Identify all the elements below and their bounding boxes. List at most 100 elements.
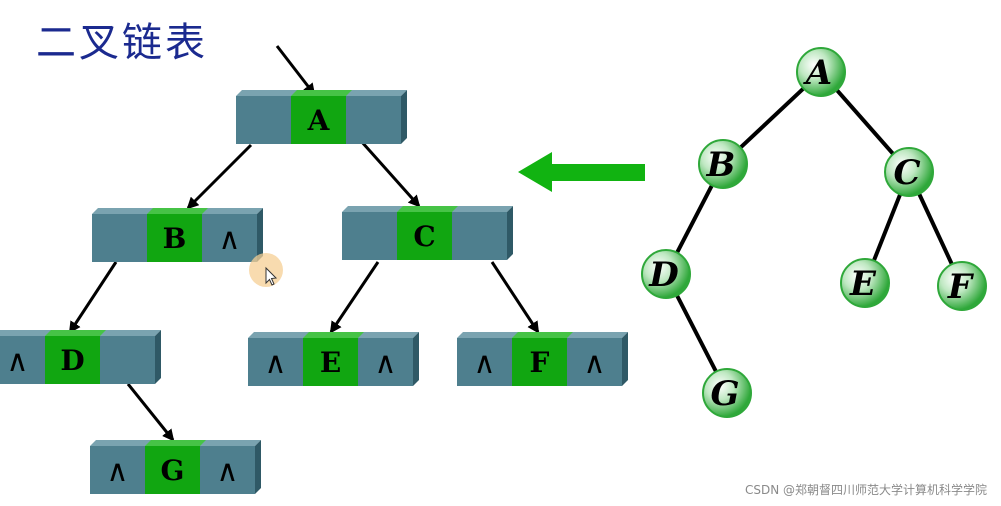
root-pointer-arrow [275, 45, 316, 96]
tree-node-label: C [893, 153, 920, 193]
right-pointer-cell [567, 338, 622, 386]
tree-edge-C-E [871, 193, 903, 262]
tree-node-label: F [947, 267, 975, 307]
left-pointer-cell [0, 336, 45, 384]
tree-node-circle [702, 368, 752, 418]
linked-node-label: F [530, 346, 550, 379]
linked-edge-C-E [329, 261, 380, 334]
cell-side-face [401, 90, 407, 144]
tree-node-label: G [710, 374, 739, 414]
tree-edge-B-D [675, 184, 714, 254]
cell-side-face [507, 206, 513, 260]
left-pointer-cell [90, 446, 145, 494]
null-pointer-left: ∧ [7, 344, 29, 379]
tree-edge-D-G [675, 294, 718, 373]
null-pointer-right: ∧ [219, 222, 241, 257]
tree-node-G: G [702, 368, 752, 418]
tree-node-circle [698, 139, 748, 189]
tree-node-label: D [648, 255, 679, 295]
tree-edges [675, 86, 954, 373]
data-cell [303, 338, 358, 386]
right-pointer-cell [200, 446, 255, 494]
cell-side-face [255, 440, 261, 494]
data-cell-top [45, 330, 106, 336]
page-title: 二叉链表 [36, 20, 208, 66]
left-pointer-cell [457, 338, 512, 386]
linked-node-A: A [236, 90, 407, 144]
data-cell-top [303, 332, 364, 338]
null-pointer-right: ∧ [217, 454, 239, 489]
linked-edges [68, 45, 540, 442]
tree-node-F: F [937, 261, 987, 311]
data-cell [147, 214, 202, 262]
tree-edge-A-B [739, 86, 805, 150]
cell-side-face [155, 330, 161, 384]
linked-node-label: C [413, 220, 435, 253]
data-cell [291, 96, 346, 144]
data-cell [512, 338, 567, 386]
null-pointer-left: ∧ [474, 346, 496, 381]
right-pointer-cell [358, 338, 413, 386]
transform-arrow [518, 152, 645, 192]
data-cell-top [512, 332, 573, 338]
tree-edge-C-F [917, 192, 954, 266]
mouse-cursor [249, 253, 283, 287]
tree-node-label: E [849, 264, 877, 304]
linked-nodes: AB∧CD∧E∧∧F∧∧G∧∧ [0, 90, 628, 494]
mouse-pointer-icon [265, 266, 278, 286]
data-cell [145, 446, 200, 494]
watermark: CSDN @郑朝督四川师范大学计算机科学学院 [744, 483, 987, 497]
tree-node-A: A [796, 47, 846, 97]
tree-node-circle [937, 261, 987, 311]
data-cell-top [397, 206, 458, 212]
big-left-arrow-icon [518, 152, 645, 192]
linked-node-B: B∧ [92, 208, 263, 262]
cell-side-face [413, 332, 419, 386]
tree-node-E: E [840, 258, 890, 308]
tree-node-circle [641, 249, 691, 299]
right-pointer-cell [202, 214, 257, 262]
data-cell-top [147, 208, 208, 214]
linked-node-label: D [60, 344, 84, 377]
tree-node-label: B [706, 145, 736, 185]
tree-node-circle [840, 258, 890, 308]
linked-node-label: G [161, 454, 185, 487]
linked-edge-A-B [186, 143, 253, 210]
linked-node-F: F ∧ ∧ [457, 332, 628, 386]
linked-node-E: E ∧ ∧ [248, 332, 419, 386]
linked-node-label: E [320, 346, 341, 379]
tree-node-C: C [884, 147, 934, 197]
left-pointer-cell [236, 96, 291, 144]
tree-edge-A-C [835, 88, 895, 156]
tree-node-D: D [641, 249, 691, 299]
data-cell-top [291, 90, 352, 96]
cell-side-face [257, 208, 263, 262]
left-pointer-cell [342, 212, 397, 260]
linked-edge-B-D [68, 261, 118, 334]
linked-node-D: D∧ [0, 330, 161, 384]
left-pointer-cell [92, 214, 147, 262]
tree-node-circle [884, 147, 934, 197]
linked-node-label: B [163, 222, 187, 255]
tree-node-label: A [803, 53, 832, 93]
data-cell [397, 212, 452, 260]
right-pointer-cell [100, 336, 155, 384]
null-pointer-left: ∧ [107, 454, 129, 489]
left-pointer-cell [248, 338, 303, 386]
null-pointer-right: ∧ [375, 346, 397, 381]
right-pointer-cell [346, 96, 401, 144]
right-pointer-cell [452, 212, 507, 260]
linked-node-G: G ∧ ∧ [90, 440, 261, 494]
linked-node-label: A [307, 104, 331, 137]
linked-edge-C-F [490, 261, 540, 334]
data-cell-top [145, 440, 206, 446]
linked-edge-D-G [126, 383, 175, 442]
cell-side-face [622, 332, 628, 386]
tree-node-circle [796, 47, 846, 97]
null-pointer-right: ∧ [584, 346, 606, 381]
data-cell [45, 336, 100, 384]
null-pointer-left: ∧ [265, 346, 287, 381]
linked-node-C: C [342, 206, 513, 260]
linked-edge-A-C [359, 140, 421, 208]
